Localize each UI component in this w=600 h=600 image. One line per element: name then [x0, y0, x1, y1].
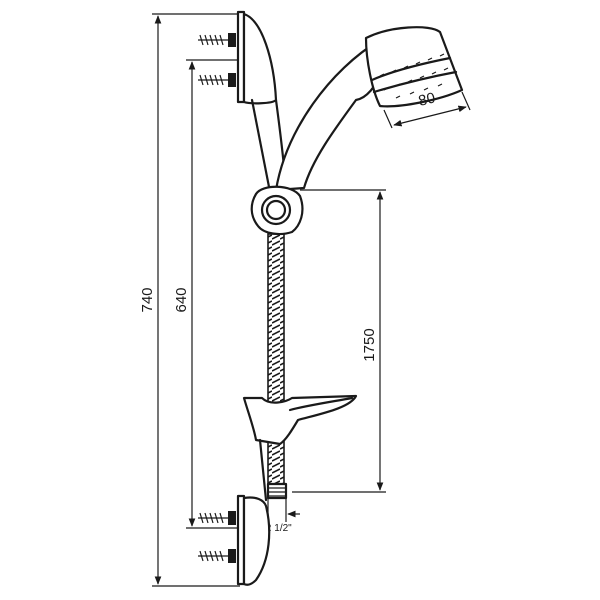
dimension-hose-length-label: 1750 — [361, 328, 378, 361]
shower-hose — [267, 233, 285, 485]
screw-icon — [198, 549, 236, 563]
spray-nozzles-icon — [379, 53, 449, 99]
dimension-head-diameter-label: 80 — [417, 89, 437, 110]
dimension-total-length: 740 — [139, 13, 240, 587]
shower-head — [364, 26, 464, 108]
dimension-bracket-spacing-label: 640 — [173, 287, 190, 312]
slider-holder — [250, 185, 304, 236]
wall-screws — [198, 33, 236, 563]
screw-icon — [198, 73, 236, 87]
dimension-bracket-spacing: 640 — [173, 59, 240, 529]
dimension-head-diameter: 80 — [383, 89, 471, 129]
dimension-hose-length: 1750 — [292, 189, 386, 493]
soap-dish — [242, 394, 358, 446]
bottom-wall-bracket — [236, 494, 271, 586]
slide-rail-lower — [258, 438, 268, 502]
hose-connector — [266, 482, 288, 500]
screw-icon — [198, 33, 236, 47]
top-wall-bracket — [236, 10, 278, 105]
dimension-total-length-label: 740 — [139, 287, 156, 312]
screw-icon — [198, 511, 236, 525]
dimension-thread-size-label: R 1/2" — [264, 523, 292, 534]
